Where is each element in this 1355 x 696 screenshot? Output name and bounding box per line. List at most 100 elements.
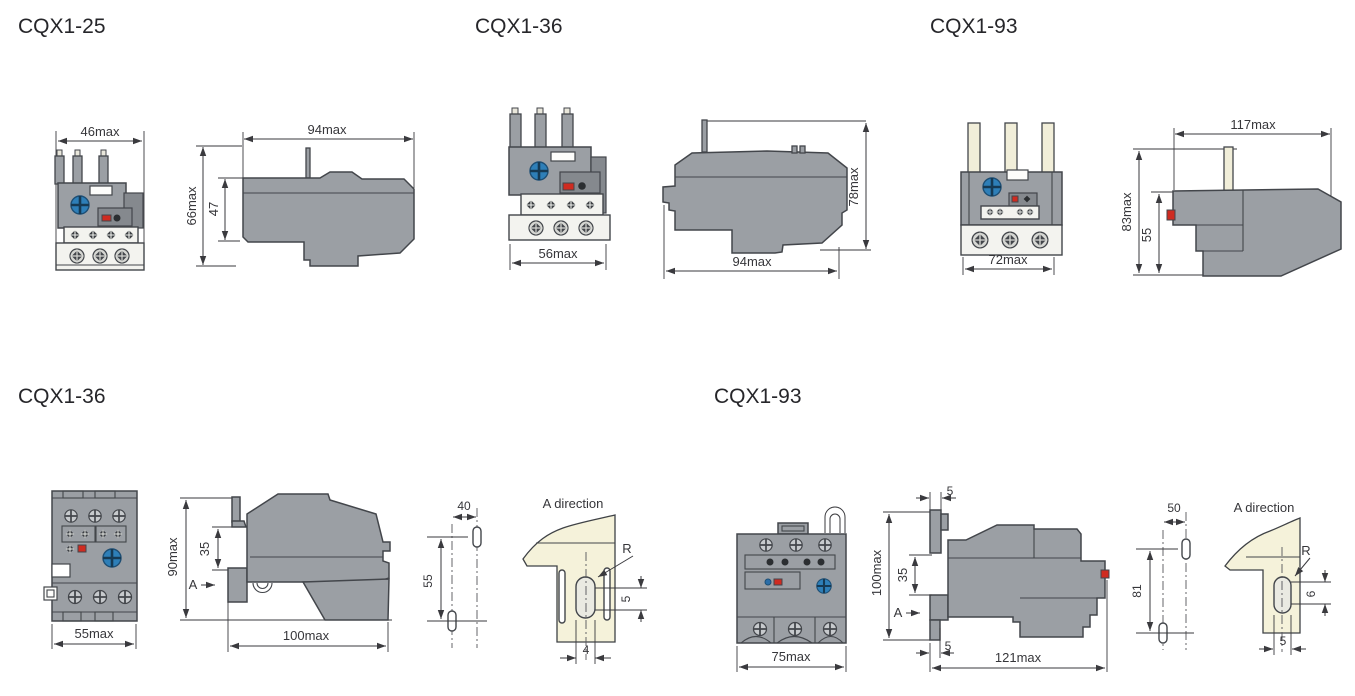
reset-button bbox=[773, 578, 783, 586]
cqx1-93-top-section: CQX1-93 bbox=[930, 15, 1342, 277]
relay-profile bbox=[246, 493, 391, 583]
cqx1-93-mounted-side-view: 5 100max 35 A 5 bbox=[869, 484, 1110, 672]
hole-spacing-h-label: 40 bbox=[457, 499, 471, 513]
top-terminal-screws bbox=[63, 508, 127, 524]
terminal-pins bbox=[509, 107, 574, 149]
guide-slot bbox=[558, 569, 566, 624]
reset-button bbox=[1166, 209, 1176, 221]
cqx1-93-bottom-section: CQX1-93 bbox=[714, 385, 1331, 672]
detail-title: A direction bbox=[543, 496, 604, 511]
cqx1-25-front-view: 46max bbox=[54, 124, 145, 271]
section-title: CQX1-36 bbox=[18, 385, 106, 408]
stop-button bbox=[764, 578, 772, 586]
carry-loop bbox=[824, 506, 846, 533]
terminal-pins bbox=[967, 122, 1055, 174]
side-width-dim-label: 100max bbox=[283, 628, 330, 643]
test-button bbox=[578, 182, 586, 190]
adjustment-dial-icon bbox=[101, 547, 123, 569]
relay-lower-block bbox=[301, 578, 390, 621]
marking-label bbox=[1006, 169, 1029, 181]
reset-button bbox=[1100, 569, 1110, 579]
main-terminal-screws bbox=[69, 248, 130, 264]
mounting-slot bbox=[472, 526, 482, 548]
din-clip bbox=[231, 496, 241, 523]
side-tab bbox=[43, 586, 58, 601]
side-pin bbox=[305, 147, 311, 179]
cqx1-36-top-section: CQX1-36 bbox=[475, 15, 871, 279]
side-height-dim-label: 90max bbox=[165, 537, 180, 577]
cqx1-36-mounting-holes: 40 55 bbox=[421, 499, 487, 648]
front-width-dim-label: 75max bbox=[771, 649, 811, 664]
adjustment-dial-icon bbox=[815, 577, 833, 595]
terminal-pins bbox=[54, 149, 109, 185]
mounting-hole-oval bbox=[1273, 576, 1292, 614]
slot-length-label: 6 bbox=[1304, 590, 1318, 597]
side-width-dim-label: 121max bbox=[995, 650, 1042, 665]
side-pin bbox=[1223, 146, 1234, 193]
clip-bottom-dim-label: 5 bbox=[945, 639, 952, 653]
adjustment-dial-icon bbox=[981, 176, 1003, 198]
relay-profile bbox=[1172, 188, 1342, 277]
adjustment-dial-icon bbox=[69, 194, 91, 216]
slot-length-label: 5 bbox=[619, 595, 633, 602]
main-terminal-screws bbox=[971, 231, 1049, 249]
section-title: CQX1-93 bbox=[930, 15, 1018, 38]
side-width-dim-label: 94max bbox=[732, 254, 772, 269]
front-width-dim-label: 55max bbox=[74, 626, 114, 641]
cqx1-93-a-direction-detail: A direction R 6 5 bbox=[1224, 500, 1331, 655]
mounting-slot bbox=[1181, 538, 1191, 560]
detail-outline bbox=[1224, 517, 1301, 634]
din-clip-bottom bbox=[929, 594, 949, 621]
bottom-terminal-screws bbox=[67, 589, 133, 605]
front-width-dim-label: 46max bbox=[80, 124, 120, 139]
cqx1-36-a-direction-detail: A direction R 5 4 bbox=[522, 496, 647, 664]
din-clip-top bbox=[929, 509, 942, 554]
side-width-dim-label: 117max bbox=[1230, 117, 1276, 132]
relay-profile bbox=[947, 524, 1106, 638]
view-direction-label: A bbox=[189, 577, 198, 592]
hole-spacing-v-label: 55 bbox=[421, 574, 435, 588]
test-button bbox=[113, 214, 121, 222]
section-title: CQX1-36 bbox=[475, 15, 563, 38]
side-inner-dim-label: 55 bbox=[1139, 228, 1154, 242]
marking-label bbox=[89, 185, 113, 196]
cqx1-36-mounted-front-view: 55max bbox=[43, 490, 138, 649]
front-width-dim-label: 56max bbox=[538, 246, 578, 261]
relay-profile bbox=[242, 171, 415, 267]
reset-button bbox=[101, 214, 112, 222]
reset-button bbox=[562, 182, 575, 191]
clip-top-dim-label: 5 bbox=[947, 484, 954, 498]
radius-label: R bbox=[622, 541, 631, 556]
side-width-dim-label: 94max bbox=[307, 122, 347, 137]
cqx1-25-section: CQX1-25 46max bbox=[18, 15, 415, 271]
side-height-dim-label: 100max bbox=[869, 549, 884, 596]
hole-spacing-v-label: 81 bbox=[1130, 584, 1144, 598]
relay-profile bbox=[662, 150, 848, 254]
housing-notch bbox=[51, 563, 71, 578]
test-button bbox=[1023, 195, 1031, 203]
side-pin bbox=[701, 119, 708, 153]
hole-spacing-h-label: 50 bbox=[1167, 501, 1181, 515]
side-inner-dim-label: 35 bbox=[197, 542, 212, 556]
mounting-hole-oval bbox=[575, 576, 596, 619]
slot-width-label: 5 bbox=[1280, 634, 1287, 648]
cqx1-93-front-view: 72max bbox=[960, 122, 1063, 275]
view-direction-label: A bbox=[894, 605, 903, 620]
slot-width-label: 4 bbox=[583, 643, 590, 657]
main-terminal-screws bbox=[528, 220, 594, 236]
side-inner-dim-label: 35 bbox=[895, 568, 910, 582]
section-title: CQX1-93 bbox=[714, 385, 802, 408]
top-terminal-screws bbox=[758, 537, 833, 553]
guide-slot bbox=[603, 567, 611, 621]
marking-label bbox=[550, 151, 576, 162]
side-height-dim-label: 78max bbox=[846, 167, 861, 207]
detail-title: A direction bbox=[1234, 500, 1295, 515]
reset-button bbox=[1011, 195, 1019, 203]
cqx1-36-front-view: 56max bbox=[508, 107, 611, 270]
cqx1-36-mounted-side-view: 90max 35 A 100max bbox=[165, 493, 392, 652]
cqx1-36-side-view: 78max 94max bbox=[662, 119, 871, 279]
section-title: CQX1-25 bbox=[18, 15, 106, 38]
side-height-dim-label: 83max bbox=[1119, 192, 1134, 232]
